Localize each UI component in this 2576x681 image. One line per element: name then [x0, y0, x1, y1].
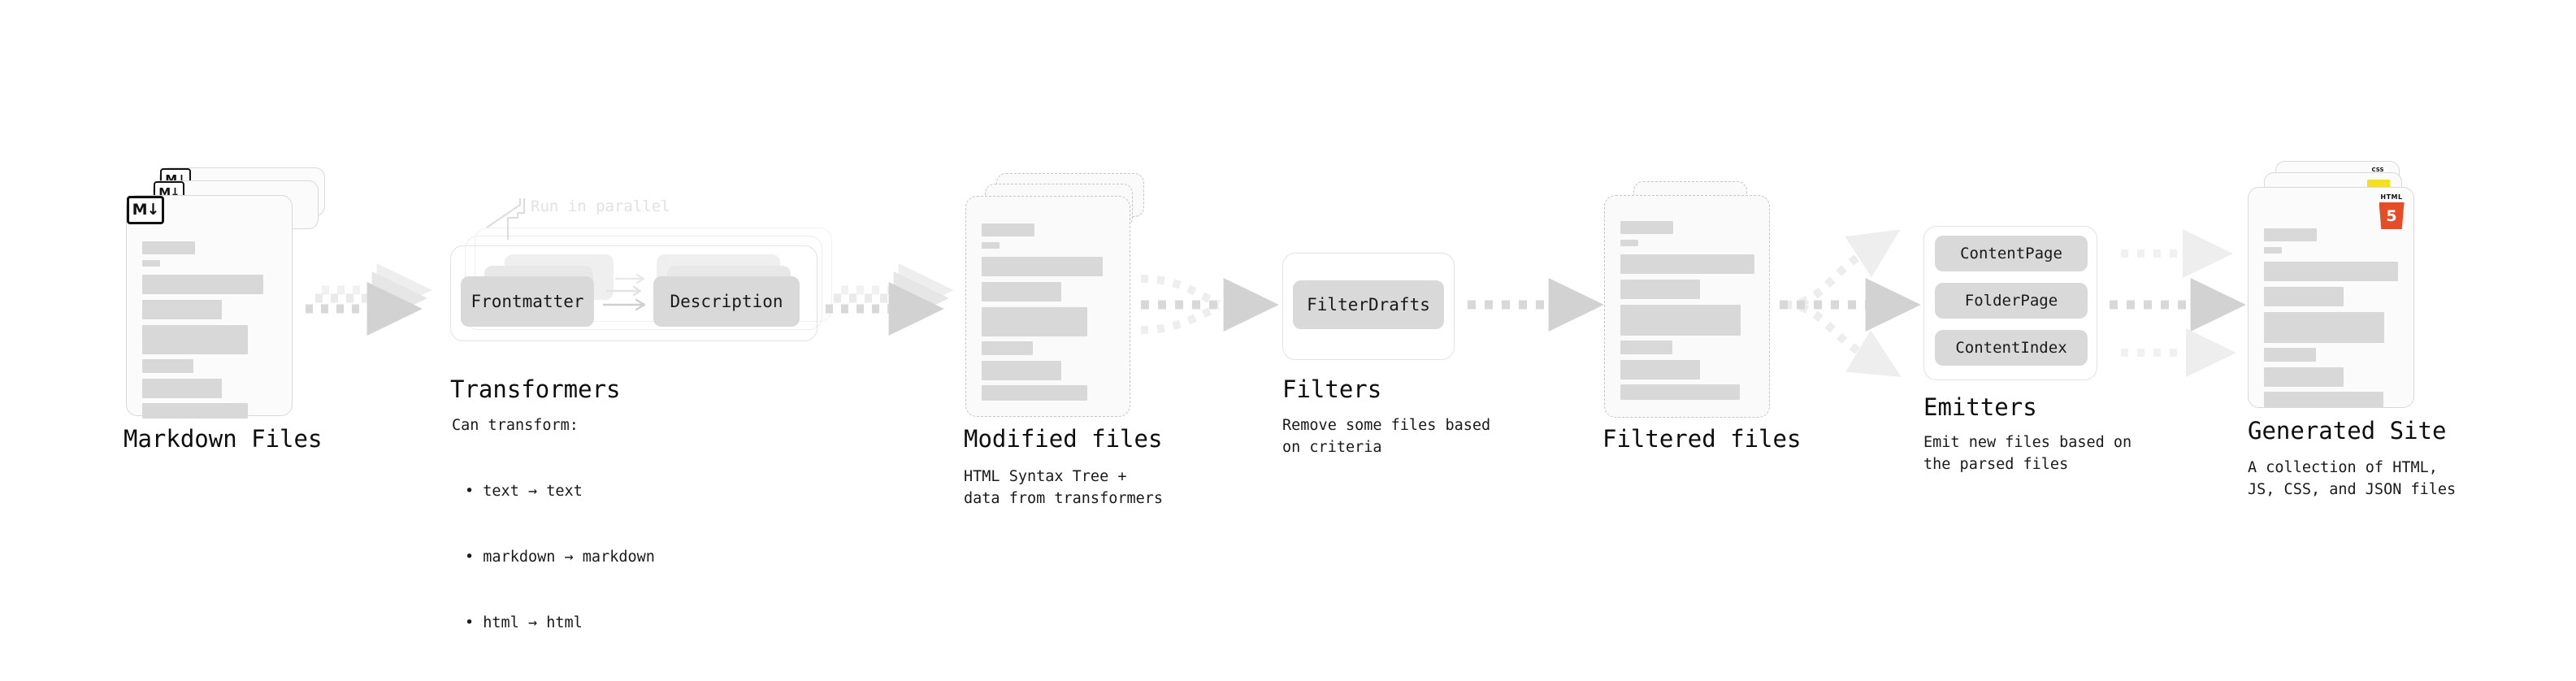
stage-title: Generated Site	[2248, 417, 2447, 445]
filters-group	[1282, 253, 1455, 360]
filtered-card-front	[1604, 195, 1770, 418]
stage-title: Transformers	[450, 375, 621, 403]
stage-title: Filtered files	[1602, 425, 1802, 453]
skeleton-bar	[142, 275, 263, 294]
stage-subtitle: HTML Syntax Tree + data from transformer…	[964, 468, 1164, 507]
stage-title: Filters	[1282, 375, 1382, 403]
skeleton-bar	[982, 361, 1061, 380]
skeleton-bar	[2264, 228, 2317, 241]
stage-title: Modified files	[964, 425, 1163, 453]
skeleton-bar	[982, 385, 1087, 401]
skeleton-bar	[1620, 360, 1700, 380]
transformers-group-front	[450, 245, 817, 341]
list-item: • markdown → markdown	[465, 549, 655, 566]
skeleton-bar	[142, 379, 222, 398]
filter-chip-filterdrafts[interactable]: FilterDrafts	[1293, 280, 1444, 329]
skeleton-bar	[982, 307, 1087, 336]
modified-card-front	[965, 196, 1130, 417]
skeleton-bar	[142, 325, 248, 354]
site-card-front: HTML	[2248, 187, 2414, 408]
stage-subtitle: Emit new files based on the parsed files	[1923, 434, 2132, 473]
stage-subtitle: Can transform:	[452, 417, 579, 434]
skeleton-bar	[142, 359, 193, 373]
transform-capability-list: • text → text • markdown → markdown • ht…	[465, 436, 655, 678]
connector-emitters-to-site	[2110, 229, 2246, 377]
transformer-chip-description[interactable]: Description	[653, 276, 800, 327]
list-item: • text → text	[465, 483, 583, 500]
markdown-icon: M↓	[127, 196, 164, 224]
chip-label: ContentIndex	[1955, 339, 2067, 357]
skeleton-bar	[2264, 348, 2316, 362]
emitter-chip-folderpage[interactable]: FolderPage	[1935, 283, 2088, 319]
chip-label: FolderPage	[1964, 292, 2058, 310]
stage-subtitle: Remove some files based on criteria	[1282, 417, 1491, 456]
skeleton-bar	[982, 341, 1033, 355]
skeleton-bar	[1620, 340, 1672, 354]
emitter-chip-contentpage[interactable]: ContentPage	[1935, 236, 2088, 271]
chip-label: Frontmatter	[471, 292, 584, 311]
skeleton-bar	[1620, 254, 1754, 274]
skeleton-bar	[982, 223, 1034, 236]
html5-wordmark: HTML	[2380, 193, 2403, 201]
stage-title: Emitters	[1923, 393, 2037, 421]
connector-md-to-transformers	[306, 263, 432, 336]
transformer-chip-frontmatter[interactable]: Frontmatter	[461, 276, 594, 327]
skeleton-bar	[142, 403, 248, 419]
skeleton-bar	[982, 257, 1103, 276]
skeleton-bar	[982, 242, 1000, 249]
connector-modified-to-filters	[1140, 275, 1279, 334]
chip-label: ContentPage	[1960, 245, 2062, 262]
skeleton-bar	[1620, 221, 1673, 234]
skeleton-bar	[1620, 305, 1741, 336]
skeleton-bar	[1620, 384, 1740, 400]
run-in-parallel-label: Run in parallel	[531, 197, 670, 215]
skeleton-bar	[142, 260, 160, 267]
stage-title: Markdown Files	[124, 425, 323, 453]
markdown-card-front: M↓	[126, 195, 293, 419]
skeleton-bar	[1620, 240, 1638, 246]
stage-subtitle: A collection of HTML, JS, CSS, and JSON …	[2248, 459, 2457, 498]
chip-label: FilterDrafts	[1307, 295, 1430, 314]
emitter-chip-contentindex[interactable]: ContentIndex	[1935, 330, 2088, 366]
css-label: CSS	[2371, 167, 2384, 173]
skeleton-bar	[982, 282, 1061, 301]
html5-icon: HTML	[2378, 194, 2405, 229]
skeleton-bar	[2264, 392, 2383, 407]
html5-shield	[2379, 202, 2405, 229]
connector-transformers-to-modified	[826, 263, 954, 336]
chip-label: Description	[670, 292, 783, 311]
skeleton-bar	[1620, 280, 1700, 299]
emitters-group	[1923, 226, 2097, 380]
skeleton-bar	[142, 300, 222, 319]
list-item: • html → html	[465, 614, 583, 631]
connector-filtered-to-emitters	[1780, 229, 1921, 377]
skeleton-bar	[142, 241, 195, 254]
skeleton-bar	[2264, 262, 2398, 281]
skeleton-bar	[2264, 247, 2282, 254]
skeleton-bar	[2264, 287, 2344, 306]
skeleton-bar	[2264, 312, 2384, 343]
skeleton-bar	[2264, 367, 2344, 387]
